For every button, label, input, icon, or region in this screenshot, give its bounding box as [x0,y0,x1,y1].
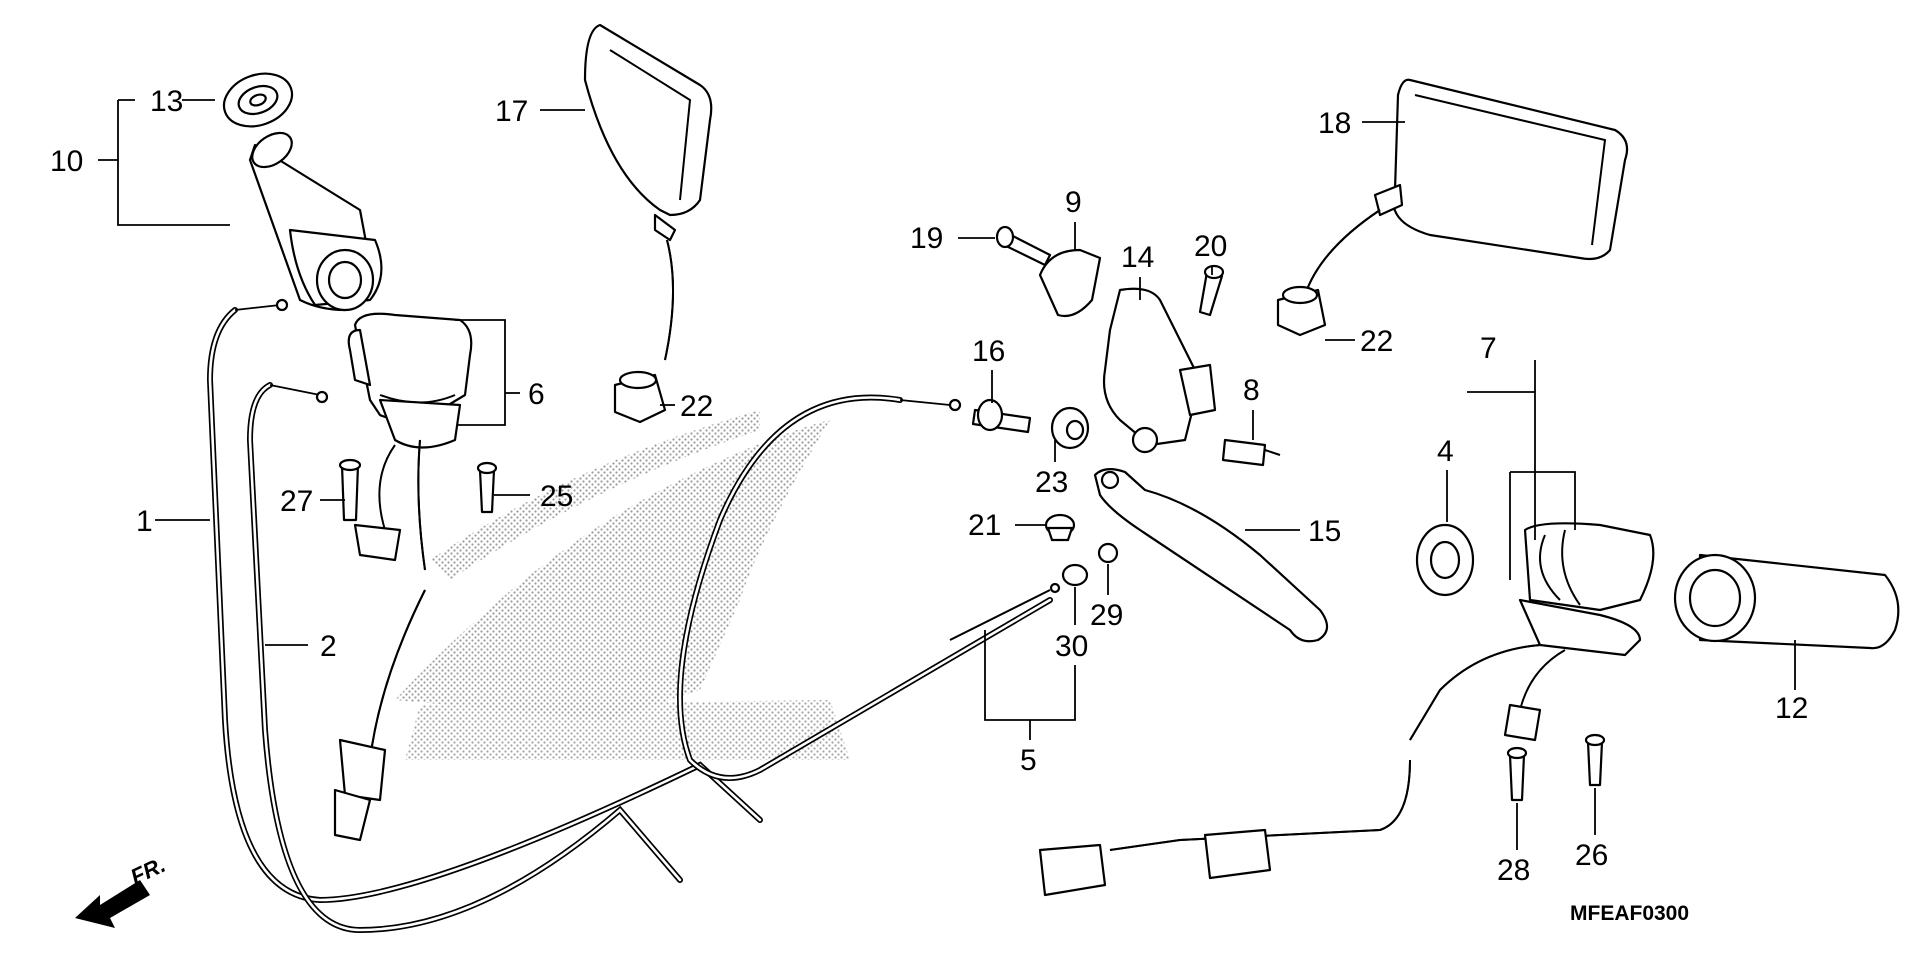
label-part-29: 29 [1090,599,1123,632]
label-part-2: 2 [320,630,337,663]
grommet-part-4 [1415,523,1475,597]
label-part-14: 14 [1121,241,1154,274]
bolt-part-19 [995,225,1052,267]
throttle-grip-part-10 [248,131,383,312]
grip-end-cap-part-13 [222,72,294,128]
mirror-nut-right-part-22 [1276,285,1327,337]
nut-part-30 [1061,563,1089,587]
label-part-13: 13 [150,85,183,118]
switch-part-8 [1221,438,1281,467]
nut-part-29 [1097,542,1119,564]
label-part-17: 17 [495,95,528,128]
part-labels: 13 10 17 18 22 22 6 27 25 1 2 19 9 14 20… [50,85,1808,887]
label-part-22-left: 22 [680,390,713,423]
label-part-5: 5 [1020,744,1037,777]
mirror-left-part-17 [583,23,713,361]
label-part-7: 7 [1480,332,1497,365]
label-part-25: 25 [540,480,573,513]
label-part-8: 8 [1243,374,1260,407]
leader-lines [98,99,1796,850]
front-direction-marker: FR. [75,852,169,928]
screw-part-27 [338,458,362,522]
throttle-cable-part-2 [246,382,683,934]
clamp-part-9 [1038,248,1102,318]
label-part-21: 21 [968,509,1001,542]
label-part-10: 10 [50,145,83,178]
screw-part-20 [1198,264,1225,317]
label-part-30: 30 [1055,630,1088,663]
front-arrow-icon [75,880,150,928]
mirror-nut-left-part-22 [613,370,667,424]
label-part-23: 23 [1035,466,1068,499]
right-switch-housing-part-7 [1409,522,1655,742]
label-part-1: 1 [136,505,153,538]
right-wire-harness [1038,759,1411,897]
screw-part-28 [1506,746,1528,802]
left-switch-housing-part-6 [333,312,473,842]
wing-watermark [395,410,850,760]
lever-bracket-part-14 [1102,287,1217,454]
label-part-15: 15 [1308,515,1341,548]
screw-part-25 [476,461,498,514]
label-part-4: 4 [1437,435,1454,468]
label-part-12: 12 [1775,692,1808,725]
screw-part-26 [1584,733,1606,787]
label-part-16: 16 [972,335,1005,368]
label-part-28: 28 [1497,854,1530,887]
clutch-cable-part-5 [677,394,1061,781]
label-part-9: 9 [1065,186,1082,219]
label-part-18: 18 [1318,107,1351,140]
drawing-code: MFEAF0300 [1570,902,1689,925]
label-part-27: 27 [280,485,313,518]
adjuster-part-16 [971,398,1032,434]
label-part-26: 26 [1575,839,1608,872]
throttle-cable-part-1 [206,298,763,904]
front-marker-text: FR. [127,852,170,890]
dial-part-23 [1050,406,1090,450]
label-part-22-right: 22 [1360,325,1393,358]
clutch-lever-part-15 [1093,468,1329,643]
label-part-20: 20 [1194,230,1227,263]
label-part-6: 6 [528,378,545,411]
grip-part-12 [1673,553,1900,650]
mirror-right-part-18 [1304,78,1629,296]
label-part-19: 19 [910,222,943,255]
nut-part-21 [1044,513,1076,542]
